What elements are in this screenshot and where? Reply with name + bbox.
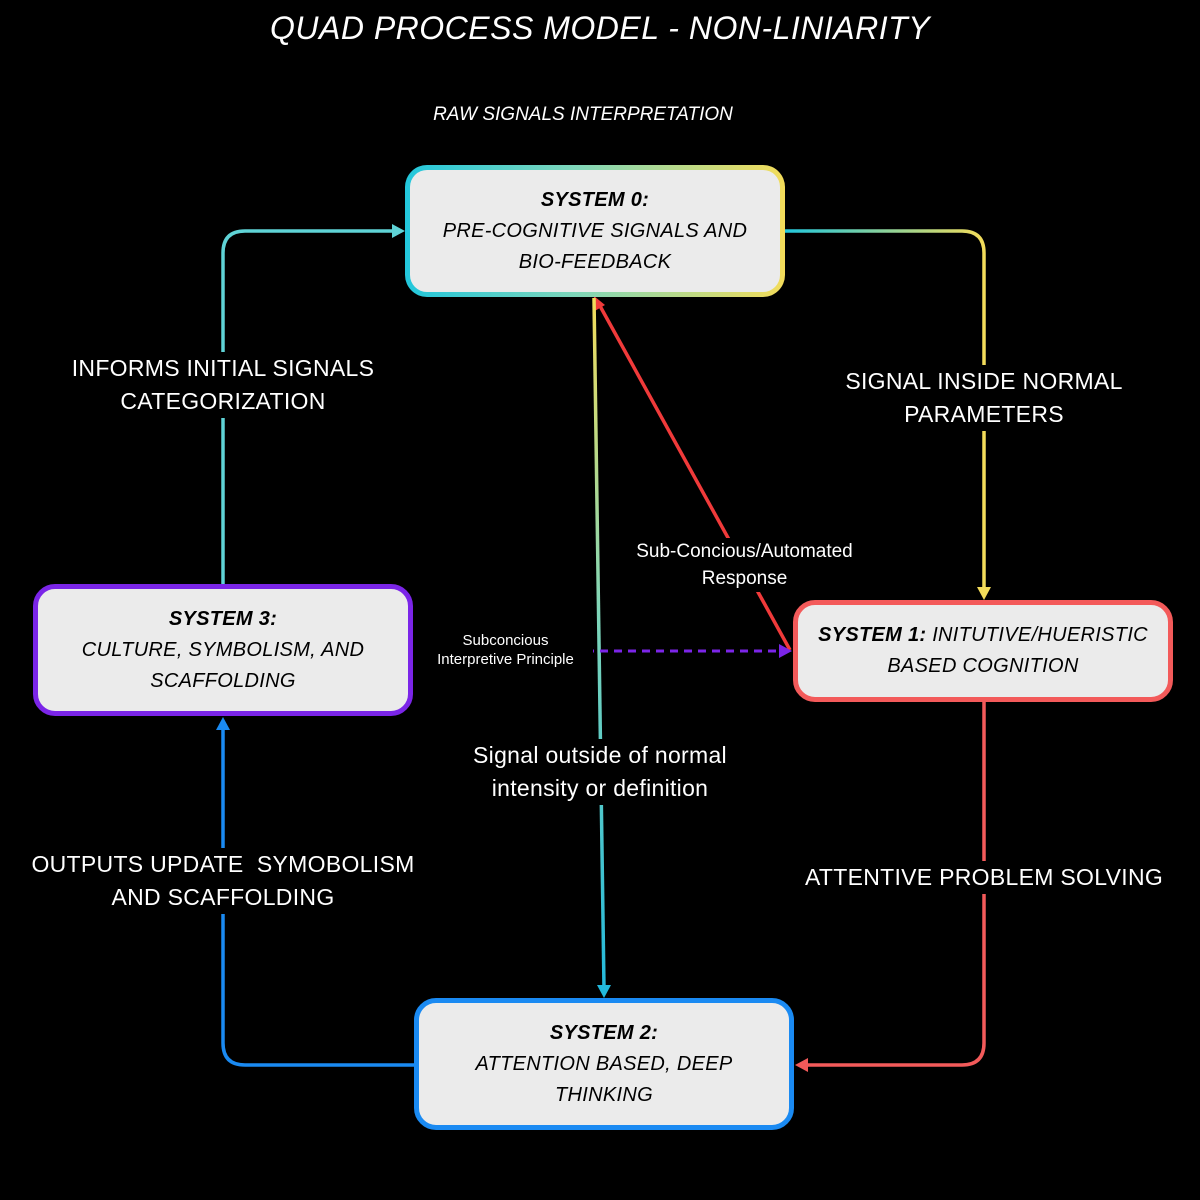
arrowhead-s3-to-s0 <box>392 224 405 238</box>
node-text: PRE-COGNITIVE SIGNALS AND <box>442 219 748 242</box>
node-text: BASED COGNITION <box>887 655 1079 677</box>
arrowhead-s0-to-s1 <box>977 587 991 600</box>
node-text: THINKING <box>555 1083 653 1106</box>
arrow-s1-to-s0 <box>598 305 792 651</box>
label-line: PARAMETERS <box>904 401 1064 427</box>
label-s1-to-s0: Sub-Concious/Automated Response <box>612 538 877 592</box>
diagram-subtitle: RAW SIGNALS INTERPRETATION <box>433 104 733 125</box>
arrowhead-s3-to-s1 <box>779 644 792 658</box>
arrowhead-s0-to-s2 <box>597 985 611 998</box>
label-s3-to-s0: INFORMS INITIAL SIGNALS CATEGORIZATION <box>45 352 401 418</box>
arrow-s1-to-s2 <box>806 702 986 1067</box>
label-s2-to-s3: OUTPUTS UPDATE SYMOBOLISM AND SCAFFOLDIN… <box>14 848 432 914</box>
label-line: Interpretive Principle <box>437 651 574 668</box>
label-s0-to-s2: Signal outside of normal intensity or de… <box>458 739 742 805</box>
node-heading: SYSTEM 1: <box>818 624 927 646</box>
arrowhead-s1-to-s2 <box>795 1058 808 1072</box>
label-line: CATEGORIZATION <box>120 388 326 414</box>
arrow-s0-to-s1 <box>785 229 986 590</box>
label-line: intensity or definition <box>491 775 709 801</box>
label-line: AND SCAFFOLDING <box>111 884 335 910</box>
label-line: SIGNAL INSIDE NORMAL <box>845 368 1123 394</box>
arrowhead-s1-to-s0 <box>593 296 605 312</box>
diagram-title: QUAD PROCESS MODEL - NON-LINIARITY <box>269 10 931 46</box>
node-heading: SYSTEM 2: <box>549 1021 659 1044</box>
node-first-line: SYSTEM 1: INITUTIVE/HUERISTIC <box>818 620 1148 651</box>
label-s0-to-s1: SIGNAL INSIDE NORMAL PARAMETERS <box>820 365 1148 431</box>
label-line: ATTENTIVE PROBLEM SOLVING <box>804 864 1164 890</box>
node-system-1: SYSTEM 1: INITUTIVE/HUERISTIC BASED COGN… <box>793 600 1173 702</box>
label-line: Subconcious <box>462 632 549 649</box>
node-text: CULTURE, SYMBOLISM, AND <box>81 638 365 661</box>
label-line: Signal outside of normal <box>473 742 727 768</box>
label-line: OUTPUTS UPDATE SYMOBOLISM <box>31 851 415 877</box>
arrow-s0-to-s2 <box>592 297 606 989</box>
arrowhead-s2-to-s3 <box>216 717 230 730</box>
node-heading: SYSTEM 0: <box>540 188 650 211</box>
label-line: Sub-Concious/Automated <box>636 541 853 562</box>
node-text: SCAFFOLDING <box>150 669 296 692</box>
node-system-3: SYSTEM 3: CULTURE, SYMBOLISM, AND SCAFFO… <box>33 584 413 716</box>
arrow-s2-to-s3 <box>221 728 414 1067</box>
node-text: INITUTIVE/HUERISTIC <box>932 624 1148 646</box>
label-s1-to-s2: ATTENTIVE PROBLEM SOLVING <box>788 861 1180 894</box>
label-line: Response <box>701 568 788 589</box>
node-system-2: SYSTEM 2: ATTENTION BASED, DEEP THINKING <box>414 998 794 1130</box>
node-system-0: SYSTEM 0: PRE-COGNITIVE SIGNALS AND BIO-… <box>405 165 785 297</box>
node-heading: SYSTEM 3: <box>168 607 278 630</box>
arrow-s3-to-s0 <box>221 229 395 584</box>
node-text: ATTENTION BASED, DEEP <box>475 1052 733 1075</box>
label-line: INFORMS INITIAL SIGNALS <box>71 355 375 381</box>
node-text: BIO-FEEDBACK <box>518 250 672 273</box>
label-s3-to-s1: Subconcious Interpretive Principle <box>418 631 593 669</box>
